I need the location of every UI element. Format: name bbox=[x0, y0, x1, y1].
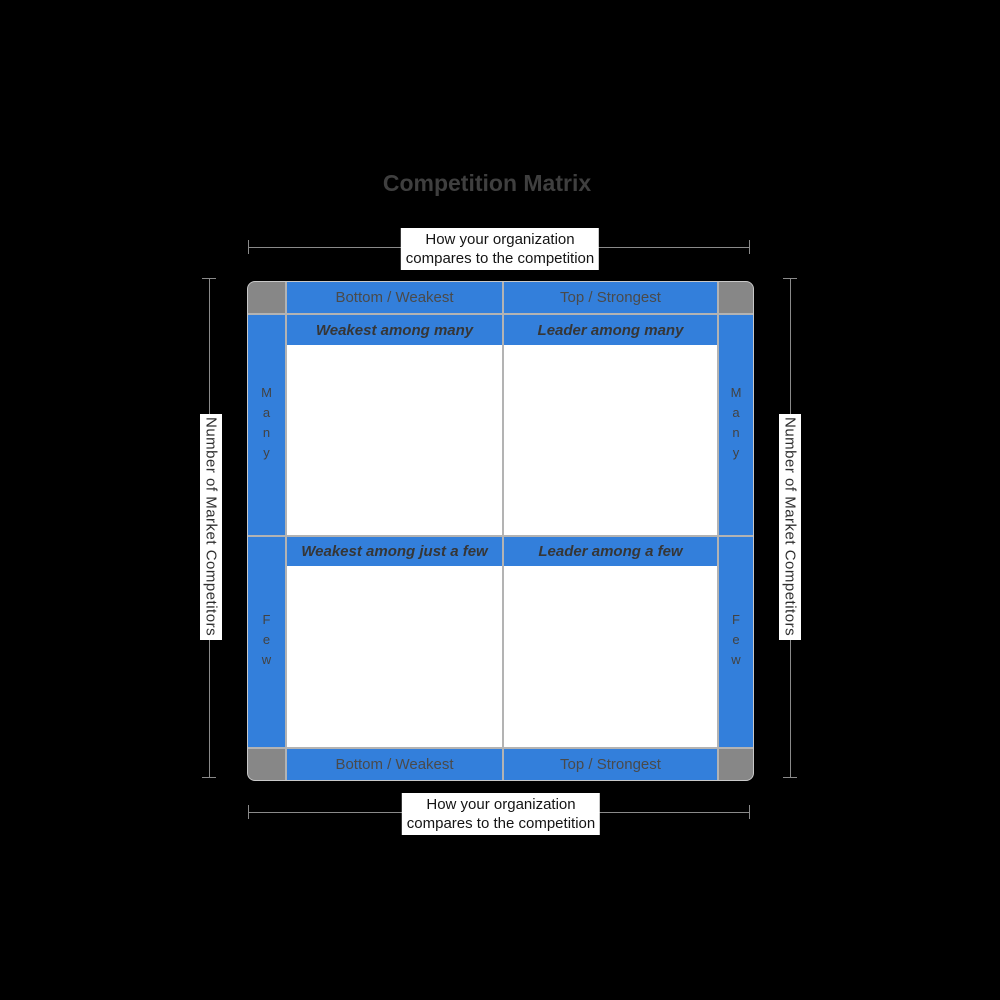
top-axis-label-line2: compares to the competition bbox=[405, 250, 595, 267]
row-label-left-few: Few bbox=[248, 537, 285, 747]
bottom-dimension-tick-right bbox=[749, 805, 750, 819]
quadrant-title: Weakest among just a few bbox=[287, 537, 502, 566]
row-label-right-few: Few bbox=[719, 537, 753, 747]
matrix-corner-top-left bbox=[248, 282, 285, 313]
matrix-corner-top-right bbox=[719, 282, 753, 313]
left-dimension-tick-top bbox=[202, 278, 216, 279]
top-axis-label-line1: How your organization bbox=[425, 231, 575, 248]
quadrant-weakest-among-just-a-few: Weakest among just a few bbox=[287, 537, 502, 747]
row-label-left-many: Many bbox=[248, 315, 285, 535]
bottom-dimension-tick-left bbox=[248, 805, 249, 819]
right-dimension-tick-bottom bbox=[783, 777, 797, 778]
row-label-right-many: Many bbox=[719, 315, 753, 535]
row-label-left-few-text: Few bbox=[259, 612, 274, 672]
quadrant-title: Leader among many bbox=[504, 315, 717, 345]
matrix-corner-bottom-left bbox=[248, 749, 285, 780]
top-dimension-tick-right bbox=[749, 240, 750, 254]
right-axis-label: Number of Market Competitors bbox=[779, 414, 801, 640]
quadrant-title: Weakest among many bbox=[287, 315, 502, 345]
bottom-axis-label-line1: How your organization bbox=[426, 796, 576, 813]
column-header-top-right: Top / Strongest bbox=[504, 282, 717, 313]
top-axis-label: How your organization compares to the co… bbox=[400, 228, 600, 270]
row-label-right-many-text: Many bbox=[728, 385, 744, 465]
quadrant-leader-among-a-few: Leader among a few bbox=[504, 537, 717, 747]
quadrant-weakest-among-many: Weakest among many bbox=[287, 315, 502, 535]
competition-matrix: Bottom / Weakest Top / Strongest Bottom … bbox=[248, 282, 753, 780]
matrix-corner-bottom-right bbox=[719, 749, 753, 780]
left-dimension-tick-bottom bbox=[202, 777, 216, 778]
top-dimension-tick-left bbox=[248, 240, 249, 254]
right-dimension-tick-top bbox=[783, 278, 797, 279]
row-label-left-many-text: Many bbox=[259, 385, 274, 465]
column-header-bottom-right: Top / Strongest bbox=[504, 749, 717, 780]
left-axis-label: Number of Market Competitors bbox=[200, 414, 222, 640]
bottom-axis-label-line2: compares to the competition bbox=[406, 815, 596, 832]
row-label-right-few-text: Few bbox=[728, 612, 744, 672]
quadrant-title: Leader among a few bbox=[504, 537, 717, 566]
column-header-top-left: Bottom / Weakest bbox=[287, 282, 502, 313]
diagram-title: Competition Matrix bbox=[382, 170, 592, 196]
quadrant-leader-among-many: Leader among many bbox=[504, 315, 717, 535]
bottom-axis-label: How your organization compares to the co… bbox=[401, 793, 601, 835]
column-header-bottom-left: Bottom / Weakest bbox=[287, 749, 502, 780]
